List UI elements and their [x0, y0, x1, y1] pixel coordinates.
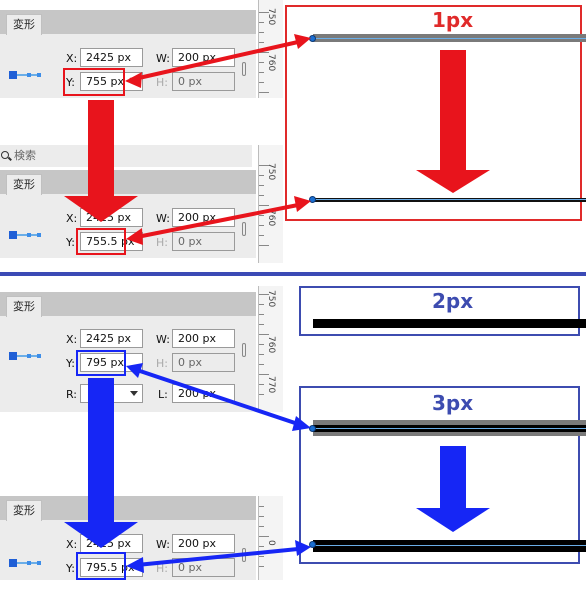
vertical-ruler-2: 750 760	[258, 145, 283, 263]
ruler-label: 750	[266, 8, 276, 26]
ruler-label: 760	[266, 54, 276, 72]
vertical-ruler-4: 0	[258, 496, 283, 580]
h-label: H:	[156, 357, 168, 370]
callout-box-3px	[299, 386, 580, 564]
line-3px-after-blue	[313, 545, 586, 546]
w-label: W:	[156, 52, 170, 65]
endpoint-node	[309, 196, 316, 203]
link-chain-icon[interactable]	[242, 62, 246, 76]
y-label: Y:	[66, 357, 75, 370]
w-label: W:	[156, 333, 170, 346]
l-label: L:	[158, 388, 168, 401]
section-divider	[0, 272, 586, 276]
callout-box-2px	[299, 286, 580, 336]
tab-bar-3	[0, 292, 256, 316]
line-3px-after	[313, 540, 586, 552]
ruler-label: 760	[266, 209, 276, 227]
anchor-point-icon[interactable]	[9, 352, 41, 360]
y-highlight-3	[76, 350, 126, 376]
link-chain-icon[interactable]	[242, 343, 246, 357]
x-label: X:	[66, 212, 78, 225]
search-placeholder: 検索	[14, 149, 36, 162]
tab-transform-3[interactable]: 変形	[6, 296, 42, 317]
tab-transform-1[interactable]: 変形	[6, 14, 42, 35]
ruler-label: 760	[266, 336, 276, 354]
w-input[interactable]: 200 px	[172, 208, 235, 227]
callout-box-1px	[285, 5, 582, 221]
tab-transform-2[interactable]: 変形	[6, 174, 42, 195]
y-label: Y:	[66, 562, 75, 575]
x-input[interactable]: 2425 px	[80, 48, 143, 67]
endpoint-node	[309, 541, 316, 548]
endpoint-node	[309, 425, 316, 432]
line-3px-before-blue	[313, 428, 586, 429]
callout-label-3px: 3px	[432, 391, 474, 415]
h-label: H:	[156, 562, 168, 575]
x-label: X:	[66, 52, 78, 65]
y-highlight-1	[63, 68, 125, 96]
h-input: 0 px	[172, 72, 235, 91]
search-icon-handle	[8, 156, 12, 161]
callout-label-2px: 2px	[432, 289, 474, 313]
ruler-label: 750	[266, 290, 276, 308]
anchor-point-icon[interactable]	[9, 231, 41, 239]
r-select[interactable]	[80, 384, 143, 403]
w-input[interactable]: 200 px	[172, 534, 235, 553]
h-input: 0 px	[172, 232, 235, 251]
tab-transform-4[interactable]: 変形	[6, 500, 42, 521]
y-label: Y:	[66, 76, 75, 89]
y-highlight-4	[76, 552, 126, 580]
h-input: 0 px	[172, 558, 235, 577]
line-before-core	[313, 38, 586, 39]
h-label: H:	[156, 236, 168, 249]
x-input[interactable]: 2425 px	[80, 329, 143, 348]
line-after	[313, 198, 586, 202]
x-label: X:	[66, 333, 78, 346]
h-input: 0 px	[172, 353, 235, 372]
tab-bar-1	[0, 10, 256, 34]
y-label: Y:	[66, 236, 75, 249]
vertical-ruler-3: 750 760 770	[258, 286, 283, 412]
search-icon	[1, 151, 9, 159]
anchor-point-icon[interactable]	[9, 559, 41, 567]
ruler-label: 0	[266, 540, 276, 546]
callout-label-1px: 1px	[432, 8, 474, 32]
x-input[interactable]: 2425 px	[80, 208, 143, 227]
anchor-point-icon[interactable]	[9, 71, 41, 79]
y-highlight-2	[76, 228, 126, 255]
w-input[interactable]: 200 px	[172, 329, 235, 348]
w-label: W:	[156, 212, 170, 225]
w-label: W:	[156, 538, 170, 551]
x-label: X:	[66, 538, 78, 551]
r-label: R:	[66, 388, 78, 401]
link-chain-icon[interactable]	[242, 548, 246, 562]
ruler-label: 750	[266, 163, 276, 181]
dropdown-arrow	[130, 391, 138, 396]
h-label: H:	[156, 76, 168, 89]
w-input[interactable]: 200 px	[172, 48, 235, 67]
vertical-ruler-1: 750 760	[258, 0, 283, 98]
search-bar[interactable]: 検索	[0, 145, 252, 167]
l-input[interactable]: 200 px	[172, 384, 235, 403]
x-input[interactable]: 2425 px	[80, 534, 143, 553]
link-chain-icon[interactable]	[242, 222, 246, 236]
ruler-label: 770	[266, 376, 276, 394]
endpoint-node	[309, 35, 316, 42]
line-after-core	[313, 199, 586, 200]
line-2px	[313, 319, 586, 328]
